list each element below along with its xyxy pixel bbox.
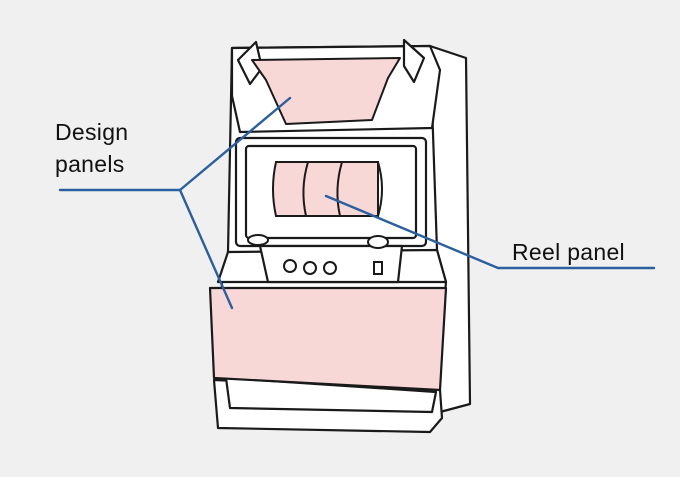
design-panels-label-line2: panels	[55, 151, 125, 177]
reel-1	[272, 161, 310, 217]
reel-group	[272, 161, 383, 217]
leader-reel-line	[324, 194, 500, 270]
design-panels-label-line1: Design	[55, 119, 129, 145]
stop-button-3	[323, 261, 337, 275]
reel-3	[336, 161, 379, 217]
reel-3-edge	[377, 161, 383, 217]
bet-button-left	[247, 234, 269, 246]
bet-button-right	[367, 235, 389, 249]
coin-tray	[224, 376, 438, 414]
stop-button-2	[303, 261, 317, 275]
lower-design-panel	[208, 286, 448, 392]
reel-panel-label: Reel panel	[512, 239, 625, 265]
top-right-ear	[402, 38, 426, 84]
design-panels-label: Design panels	[55, 116, 128, 180]
stop-button-1	[283, 259, 297, 273]
top-design-panel	[251, 57, 401, 125]
leader-design-top	[178, 96, 292, 192]
leader-design-lower	[178, 188, 234, 310]
reel-2	[302, 161, 344, 217]
coin-slot	[373, 261, 383, 275]
